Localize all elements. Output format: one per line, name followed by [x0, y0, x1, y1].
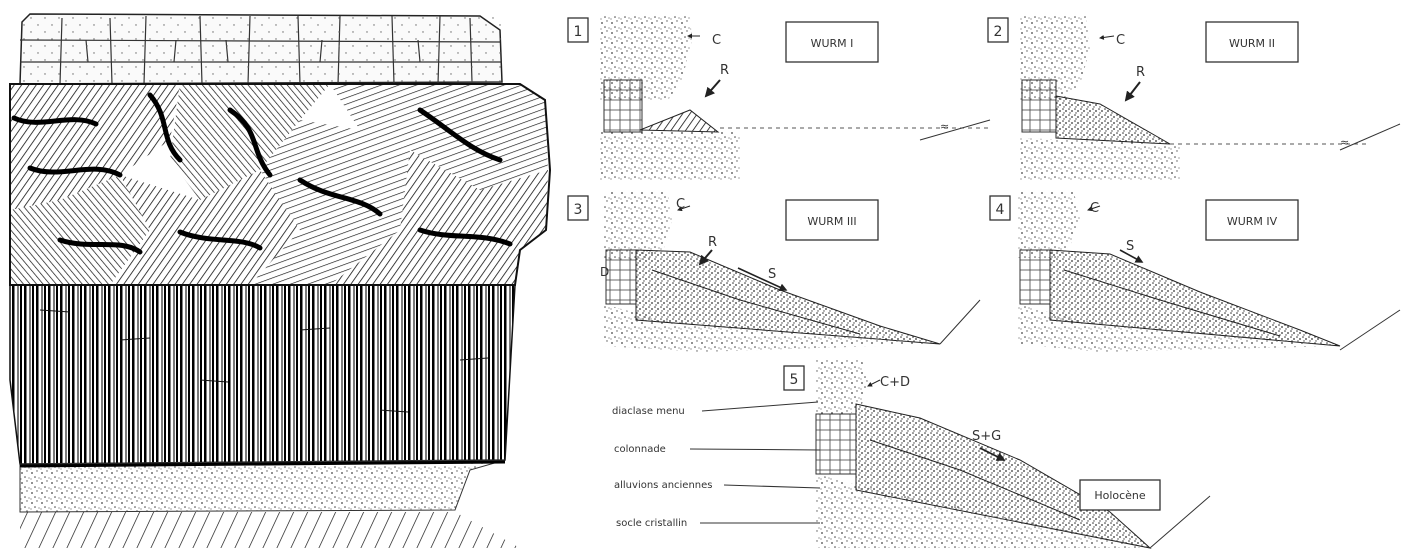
process-label: S: [1126, 239, 1134, 254]
legend-label: socle cristallin: [616, 518, 687, 529]
panel-title: WURM I: [811, 37, 854, 50]
panel-title: Holocène: [1094, 489, 1146, 502]
colonnade: [10, 285, 515, 464]
alluvium-layer: [20, 460, 505, 512]
process-label: R: [720, 63, 729, 78]
process-label: C: [676, 197, 685, 212]
top-slab: [20, 14, 502, 84]
cliff-section-illustration: [10, 14, 550, 548]
process-label: D: [600, 265, 609, 279]
process-label: S: [768, 267, 776, 282]
panel-wurm-1: 1 C R ≈ WURM I: [568, 16, 990, 180]
panel-number: 3: [574, 202, 583, 218]
layer-legend: diaclase menu colonnade alluvions ancien…: [612, 402, 820, 529]
process-label: R: [708, 235, 717, 250]
panel-title: WURM II: [1229, 37, 1275, 50]
process-label: S+G: [972, 429, 1001, 444]
panel-number: 1: [574, 24, 583, 40]
panel-title: WURM IV: [1227, 215, 1278, 228]
legend-label: colonnade: [614, 444, 666, 455]
legend-label: alluvions anciennes: [614, 480, 713, 491]
legend-label: diaclase menu: [612, 406, 685, 417]
process-label: C: [712, 33, 721, 48]
process-label: C: [1090, 201, 1099, 216]
bedrock-base: [20, 512, 520, 548]
river-symbol: ≈: [1340, 136, 1349, 149]
panel-title: WURM III: [807, 215, 856, 228]
river-symbol: ≈: [940, 120, 949, 133]
panel-number: 4: [996, 202, 1005, 218]
panel-wurm-3: 3 D C R S WURM III: [568, 192, 980, 352]
panel-number: 5: [790, 372, 799, 388]
panel-wurm-4: 4 C S WURM IV: [990, 192, 1400, 352]
panel-wurm-2: 2 C R ≈ WURM II: [988, 16, 1400, 180]
process-label: C+D: [880, 375, 910, 390]
entablature: [10, 84, 550, 285]
process-label: R: [1136, 65, 1145, 80]
panel-number: 2: [994, 24, 1003, 40]
panel-holocene: 5 C+D S+G Holocène diaclase menu colonna…: [612, 360, 1210, 548]
process-label: C: [1116, 33, 1125, 48]
